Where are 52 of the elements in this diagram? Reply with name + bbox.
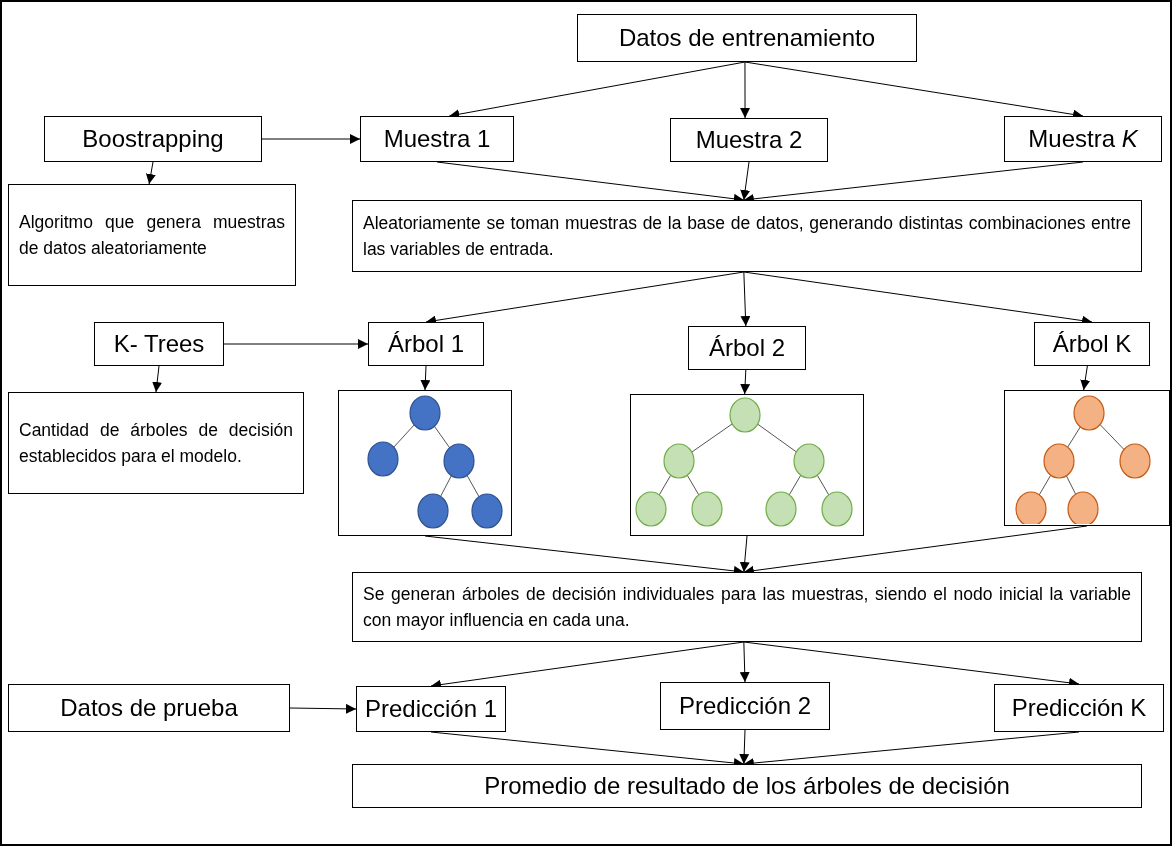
description-text: Se generan árboles de decisión individuales para las muestras, siendo el nodo inicial la variable con mayor influencia en cada una. <box>363 582 1131 632</box>
process-box <box>994 684 1164 732</box>
process-box <box>577 14 917 62</box>
arrow <box>740 369 751 395</box>
node-label: Árbol 2 <box>708 334 785 362</box>
node-label: Predicción 1 <box>364 695 498 723</box>
node-label: Muestra K <box>1028 125 1138 153</box>
node-label: Boostrapping <box>82 125 224 153</box>
node-label: Muestra 1 <box>383 125 491 153</box>
process-box <box>688 326 806 370</box>
arrow <box>223 339 369 349</box>
arrow <box>739 729 750 765</box>
process-box <box>670 118 828 162</box>
node-label: Promedio de resultado de los árboles de decisión <box>484 772 1010 800</box>
description-text: Aleatoriamente se toman muestras de la base de datos, generando distintas combinaciones entre las variables de entrada. <box>363 211 1131 261</box>
node-label: Árbol K <box>1052 330 1132 358</box>
process-box <box>44 116 262 162</box>
arrow <box>740 61 751 119</box>
process-box <box>8 684 290 732</box>
node-label: Predicción 2 <box>678 692 812 720</box>
process-box <box>1004 116 1162 162</box>
node-label: K- Trees <box>113 330 205 358</box>
node-label: Árbol 1 <box>387 330 464 358</box>
arrow <box>740 161 751 201</box>
node-label: Datos de prueba <box>60 694 238 722</box>
process-box <box>356 686 506 732</box>
description-text: Cantidad de árboles de decisión establecidos para el modelo. <box>19 418 293 468</box>
process-box <box>360 116 514 162</box>
arrow <box>1080 365 1091 391</box>
arrow <box>152 365 163 393</box>
tree-panel <box>338 390 512 536</box>
description-text: Algoritmo que genera muestras de datos aleatoriamente <box>19 210 285 260</box>
node-label: Datos de entrenamiento <box>618 24 876 52</box>
process-box <box>368 322 484 366</box>
node-label: Muestra 2 <box>695 126 803 154</box>
arrow <box>739 535 750 573</box>
node-label: Predicción K <box>1011 694 1147 722</box>
process-box <box>352 764 1142 808</box>
arrow <box>420 365 431 391</box>
arrow <box>261 134 361 144</box>
arrow <box>145 161 156 185</box>
arrow <box>739 641 750 683</box>
arrow <box>289 703 357 714</box>
description-box <box>352 200 1142 272</box>
description-box <box>8 184 296 286</box>
tree-panel <box>1004 390 1170 526</box>
process-box <box>660 682 830 730</box>
description-box <box>8 392 304 494</box>
process-box <box>94 322 224 366</box>
description-box <box>352 572 1142 642</box>
process-box <box>1034 322 1150 366</box>
arrow <box>740 271 751 327</box>
